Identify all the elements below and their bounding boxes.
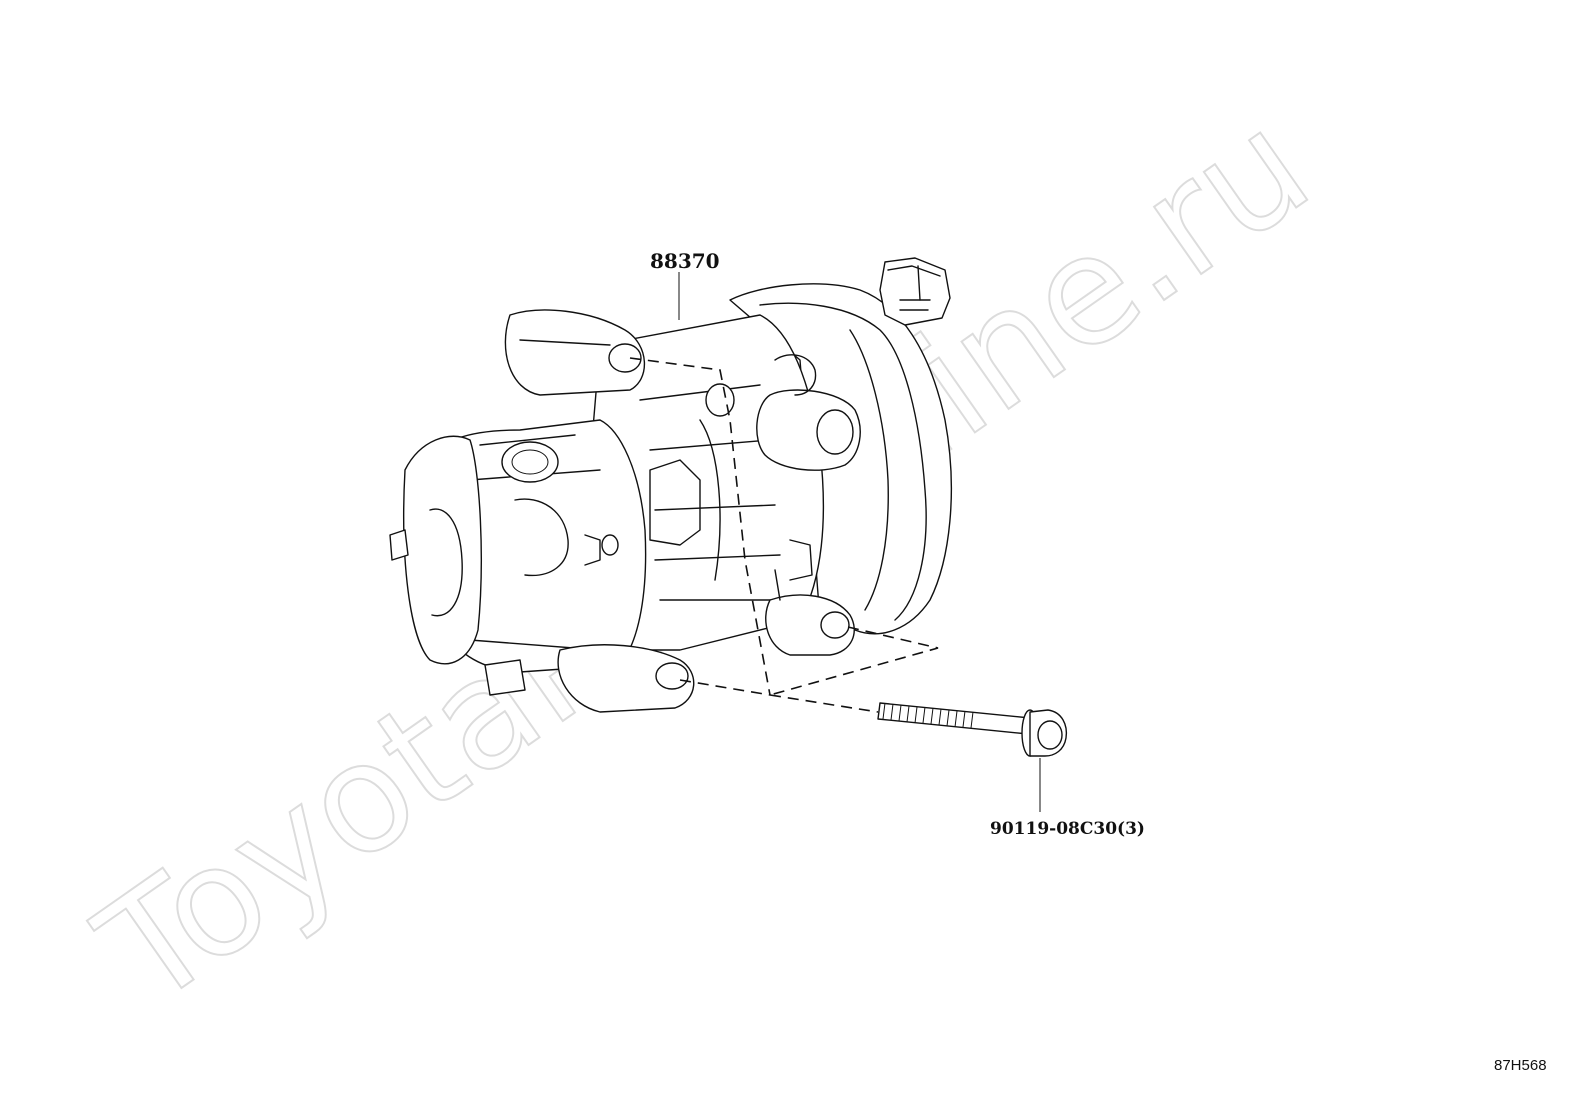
compressor-drawing[interactable] — [389, 257, 953, 713]
diagram-reference: 87H568 — [1494, 1057, 1547, 1074]
compressor-part-number[interactable]: 88370 — [650, 249, 720, 273]
lower-mount-ear — [557, 644, 695, 713]
front-stud — [389, 529, 409, 561]
assembly-dashed-lines — [629, 357, 939, 713]
right-mount-ear — [765, 594, 855, 656]
top-mount-ear — [504, 309, 646, 396]
bottom-foot — [484, 659, 526, 696]
connector — [879, 257, 951, 326]
bolt-part-number[interactable]: 90119-08C30(3) — [990, 819, 1145, 839]
front-plate — [403, 435, 482, 665]
bolt-drawing[interactable] — [877, 702, 1068, 757]
